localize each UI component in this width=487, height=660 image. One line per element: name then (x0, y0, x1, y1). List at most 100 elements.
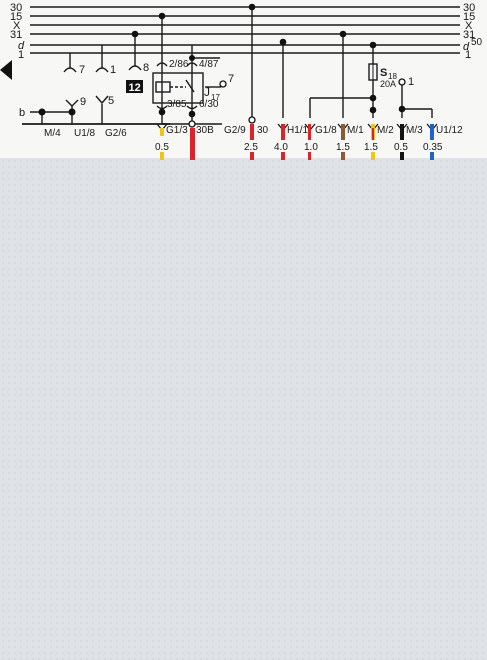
wire-yellow (160, 152, 164, 160)
connector-7-label: 7 (79, 64, 85, 76)
relay-pin-label: 2/86 (169, 59, 189, 70)
relay-pin-label: 3/85 (167, 99, 187, 110)
bottom-label: G1/8 (315, 125, 337, 136)
bus-label-right: 15 (463, 11, 475, 23)
g26-label: G2/6 (105, 128, 127, 139)
relay-number: 12 (129, 82, 141, 94)
relay-pin-label: 6/30 (199, 99, 219, 110)
bus-label-left: X (13, 20, 21, 32)
bus-label-left: d (18, 40, 25, 52)
bus-label-left: 31 (10, 29, 22, 41)
feed-lines (162, 7, 433, 125)
relay-pin-label: 4/87 (199, 59, 219, 70)
bottom-label: G1/3 (166, 125, 188, 136)
connector-drops (63, 34, 142, 73)
bottom-label: 30B (196, 125, 214, 136)
wire-size: 1.0 (304, 142, 318, 153)
bottom-label: M/2 (377, 125, 394, 136)
m4-label: M/4 (44, 128, 61, 139)
wire-black (400, 152, 404, 160)
wire-sizes: 0.5 2.5 4.0 1.0 1.5 1.5 0.5 0.35 (155, 142, 443, 153)
junction-dot (279, 38, 287, 46)
relay-term-label: 7 (228, 73, 234, 85)
connector-1-label: 1 (110, 64, 116, 76)
wire-black (400, 124, 404, 140)
bus-label-right: 31 (463, 29, 475, 41)
wire-yellow (160, 128, 164, 136)
wire-size: 0.5 (155, 142, 169, 153)
wire-red (250, 124, 254, 140)
junction-dot (158, 108, 166, 116)
junction-dot (339, 30, 347, 38)
junction-dot (158, 12, 166, 20)
u18-label: U1/8 (74, 128, 96, 139)
bottom-label: U1/12 (436, 125, 463, 136)
b-label: b (19, 107, 25, 119)
bottom-label: M/1 (347, 125, 364, 136)
bottom-label: H1/1 (287, 125, 309, 136)
junction-dot (369, 106, 377, 114)
bottom-label: 30 (257, 125, 269, 136)
bus-label-left: 1 (18, 49, 24, 61)
bus-lines (30, 6, 460, 54)
wire-yellow (371, 152, 375, 160)
junction-dot (398, 105, 406, 113)
connector-8-label: 8 (143, 62, 149, 74)
bottom-labels: G1/3 30B G2/9 30 H1/1 G1/8 M/1 M/2 M/3 U… (166, 125, 463, 136)
wire-size: 0.5 (394, 142, 408, 153)
terminal-icon (188, 120, 196, 128)
fuse-rating: 20A (380, 79, 396, 89)
wire-size: 1.5 (336, 142, 350, 153)
bus-label-right: d (463, 41, 470, 53)
bus-label-right: X (465, 20, 473, 32)
bus-label-right: 30 (463, 2, 475, 14)
bus-labels-left: 30 15 X 31 d 1 (10, 2, 25, 61)
wire-brown (341, 124, 345, 140)
bus-label-right-50: 50 (471, 37, 483, 48)
junction-dot (369, 94, 377, 102)
diagram-area (0, 0, 487, 158)
wire-size: 1.5 (364, 142, 378, 153)
wire-red (281, 124, 285, 140)
fuse-term-label: 1 (408, 76, 414, 88)
junction-dot (248, 3, 256, 11)
wire-red (308, 124, 311, 140)
blank-area (0, 158, 487, 660)
wire-red (308, 152, 311, 160)
junction-dot (188, 110, 196, 118)
bus-label-left: 15 (10, 11, 22, 23)
wire-size: 2.5 (244, 142, 258, 153)
fuse-name: S (380, 67, 387, 79)
continuation-arrow-icon (0, 60, 12, 80)
wire-red (190, 128, 195, 160)
bus-labels-right: 30 15 X 31 d 50 1 (463, 2, 483, 61)
fuse-sub: 18 (388, 72, 397, 81)
terminal-icon (219, 80, 227, 88)
bus-label-right: 1 (465, 49, 471, 61)
junction-dot (189, 55, 195, 61)
wiring-diagram: 30 15 X 31 d 1 30 15 X 31 d 50 1 (0, 2, 483, 160)
junction-dot (68, 108, 76, 116)
terminal-icon (398, 78, 406, 86)
connector-5-label: 5 (108, 95, 114, 107)
relay-sub: 17 (211, 93, 220, 102)
terminal-icon (248, 116, 256, 124)
wire-blue (430, 124, 434, 140)
wire-brown (341, 152, 345, 160)
colored-wires (160, 124, 434, 160)
wire-size: 4.0 (274, 142, 288, 153)
junction-dot (38, 108, 46, 116)
wire-red (250, 152, 254, 160)
relay-number-badge (126, 80, 143, 93)
wire-blue (430, 152, 434, 160)
junction-dot (131, 30, 139, 38)
connector-9-label: 9 (80, 96, 86, 108)
bus-label-left: 30 (10, 2, 22, 14)
wire-size: 0.35 (423, 142, 443, 153)
bottom-label: G2/9 (224, 125, 246, 136)
relay-name: J (204, 85, 210, 99)
junction-dot (369, 41, 377, 49)
bottom-label: M/3 (406, 125, 423, 136)
wire-red-stripe (372, 128, 374, 140)
